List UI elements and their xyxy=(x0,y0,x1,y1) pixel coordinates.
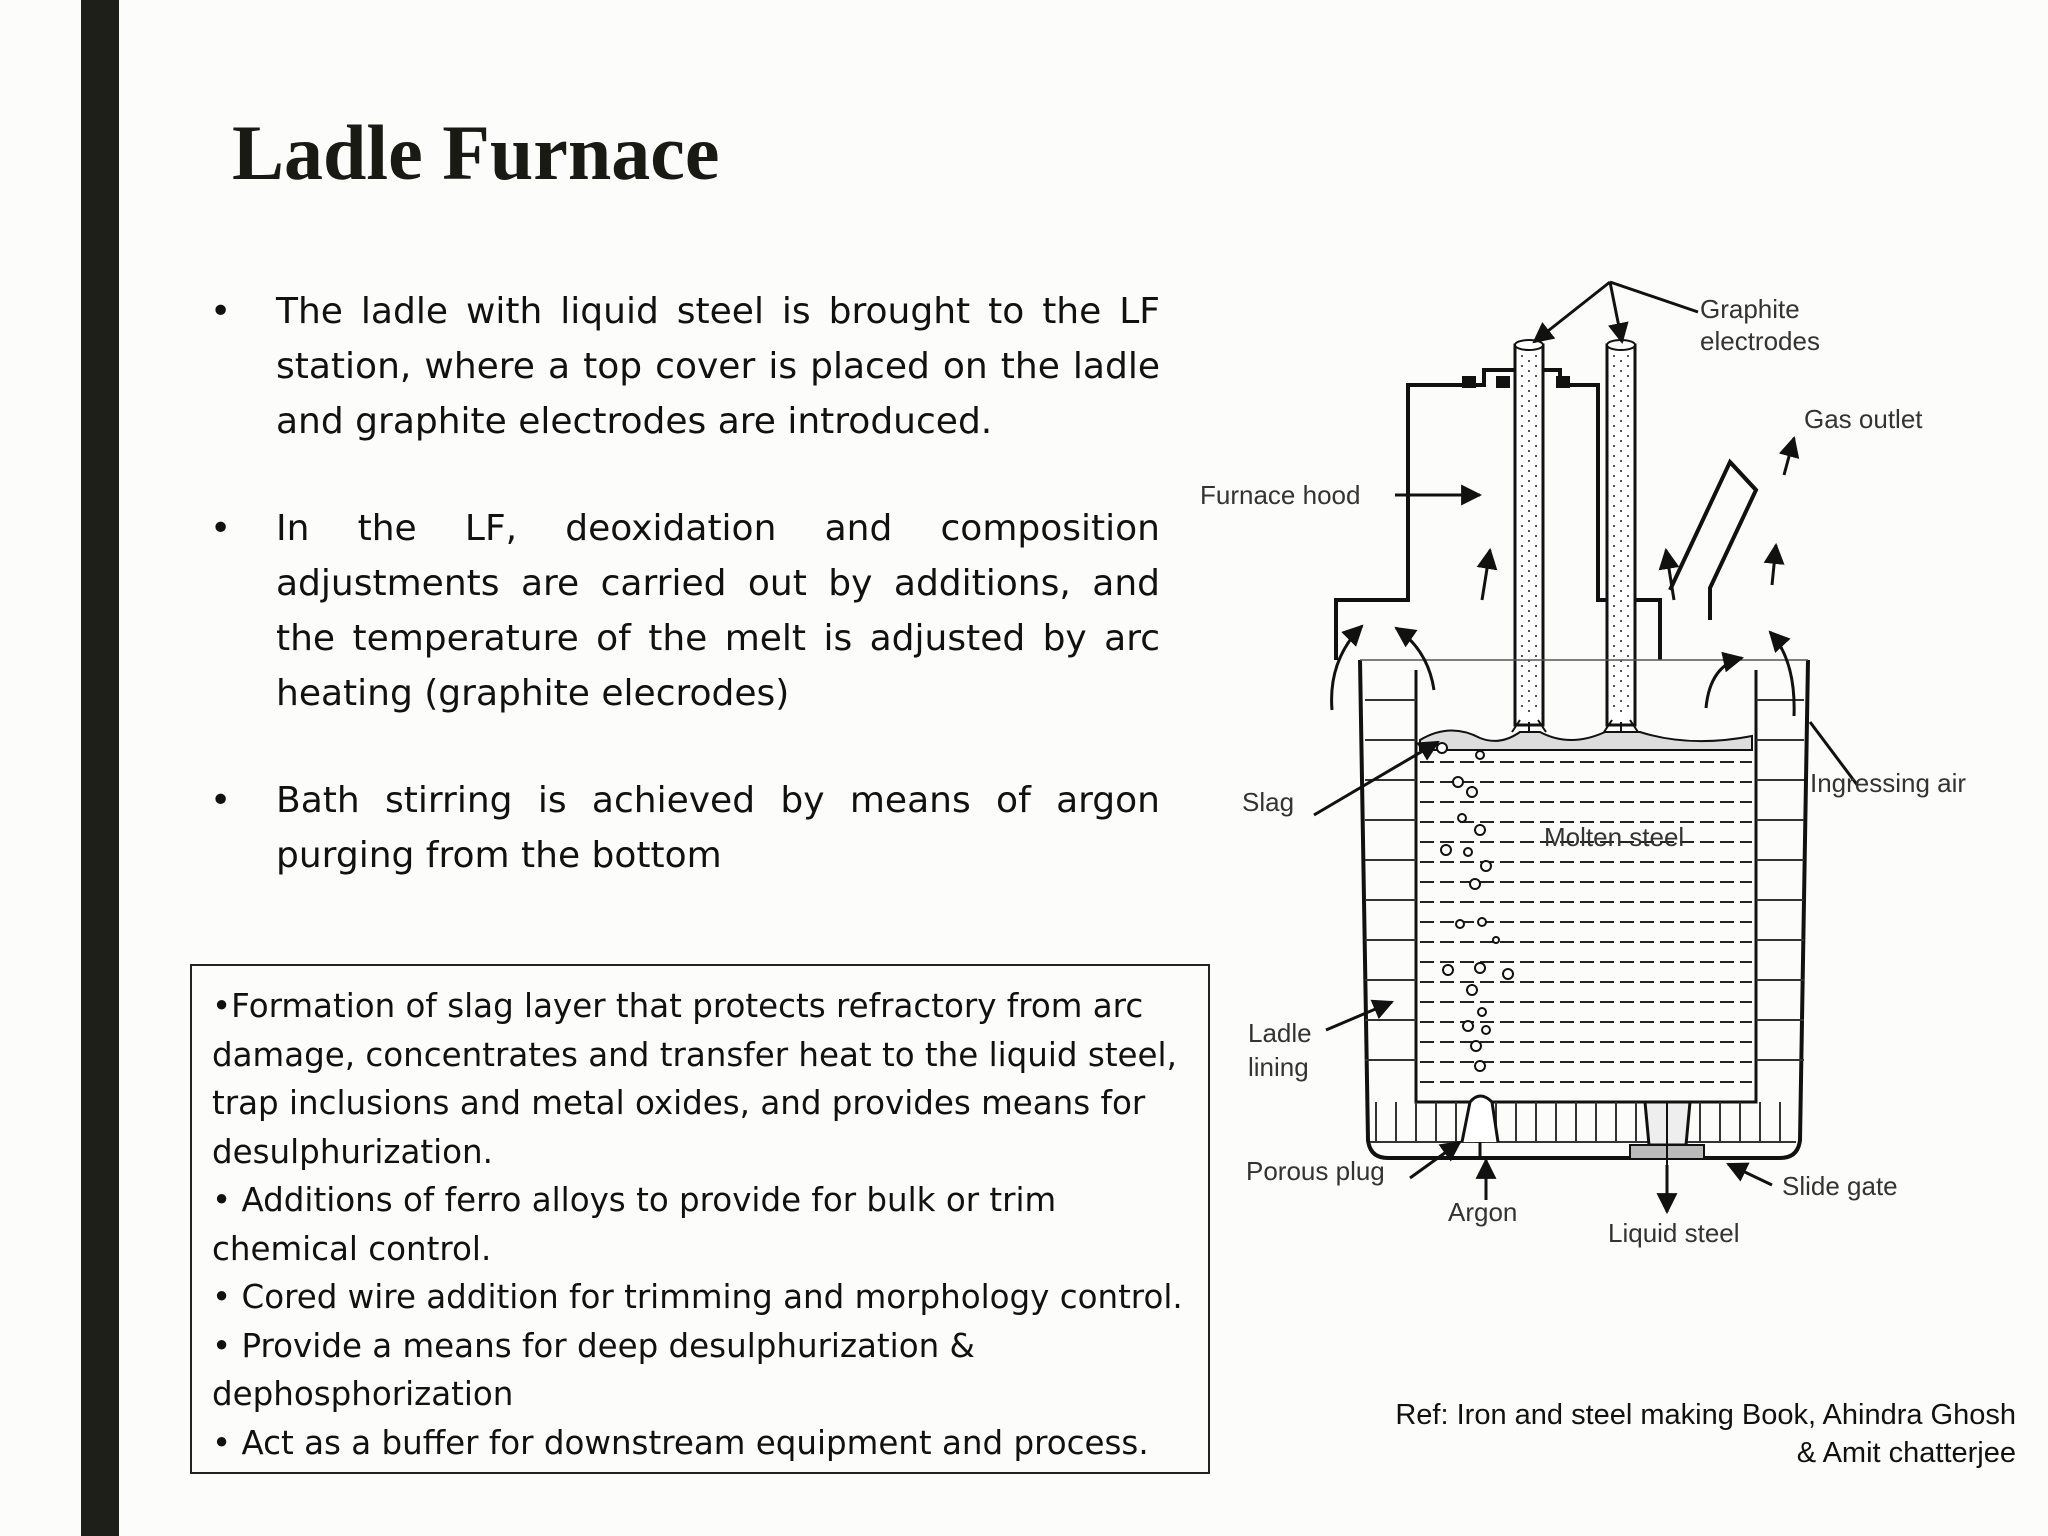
gas-outlet xyxy=(1668,458,1759,620)
info-line: •Formation of slag layer that protects r… xyxy=(212,987,1177,1171)
hood-seal-right2 xyxy=(1556,376,1570,388)
label-molten-steel: Molten steel xyxy=(1544,822,1684,852)
bullet-item: • Bath stirring is achieved by means of a… xyxy=(200,773,1160,883)
slag-layer xyxy=(1419,729,1753,751)
hood-seal-left xyxy=(1462,376,1476,388)
label-slide-gate: Slide gate xyxy=(1782,1171,1898,1201)
bullet-dot-icon: • xyxy=(210,508,232,549)
hood-seal-right xyxy=(1496,376,1510,388)
bullet-list: • The ladle with liquid steel is brought … xyxy=(200,284,1160,935)
label-porous-plug: Porous plug xyxy=(1246,1156,1385,1186)
bullet-text: In the LF, deoxidation and composition a… xyxy=(276,508,1160,714)
bullet-item: • In the LF, deoxidation and composition … xyxy=(200,501,1160,721)
bullet-text: The ladle with liquid steel is brought t… xyxy=(276,291,1160,442)
info-line: • Cored wire addition for trimming and m… xyxy=(212,1278,1183,1316)
label-graphite-1: Graphite xyxy=(1700,294,1800,324)
ladle-lining-bricks xyxy=(1365,699,1804,1061)
label-graphite-2: electrodes xyxy=(1700,326,1820,356)
info-line: • Provide a means for deep desulphurizat… xyxy=(212,1326,975,1414)
ladle-bottom-bricks xyxy=(1370,1102,1796,1143)
ladle-furnace-diagram: Graphite electrodes Gas outlet Furnace h… xyxy=(1200,280,1966,1248)
argon-bubbles xyxy=(1436,742,1514,1072)
slide-title: Ladle Furnace xyxy=(232,109,720,196)
porous-plug xyxy=(1460,1094,1500,1143)
ladle-outer-shell xyxy=(1358,659,1810,1160)
bullet-dot-icon: • xyxy=(210,780,232,821)
graphite-electrode xyxy=(1513,339,1545,727)
label-gas-outlet: Gas outlet xyxy=(1804,404,1923,434)
info-box: •Formation of slag layer that protects r… xyxy=(190,964,1210,1474)
bullet-item: • The ladle with liquid steel is brought … xyxy=(200,284,1160,449)
label-furnace-hood: Furnace hood xyxy=(1200,480,1360,510)
bullet-dot-icon: • xyxy=(210,291,232,332)
label-argon: Argon xyxy=(1448,1197,1517,1227)
slide-side-bar xyxy=(81,0,119,1536)
label-slag: Slag xyxy=(1242,787,1294,817)
info-line: • Act as a buffer for downstream equipme… xyxy=(212,1423,1149,1462)
label-ladle-1: Ladle xyxy=(1248,1018,1312,1048)
bullet-text: Bath stirring is achieved by means of ar… xyxy=(276,780,1160,876)
info-line: • Additions of ferro alloys to provide f… xyxy=(212,1181,1057,1268)
label-ladle-2: lining xyxy=(1248,1052,1309,1082)
ladle-inner-lining xyxy=(1414,670,1758,1104)
reference-note: Ref: Iron and steel making Book, Ahindra… xyxy=(1395,1399,2016,1469)
label-ingressing-air: Ingressing air xyxy=(1810,768,1966,798)
slide-gate xyxy=(1629,1100,1705,1165)
molten-steel xyxy=(1420,761,1752,1083)
label-liquid-steel: Liquid steel xyxy=(1608,1218,1740,1248)
graphite-electrode xyxy=(1605,339,1637,727)
